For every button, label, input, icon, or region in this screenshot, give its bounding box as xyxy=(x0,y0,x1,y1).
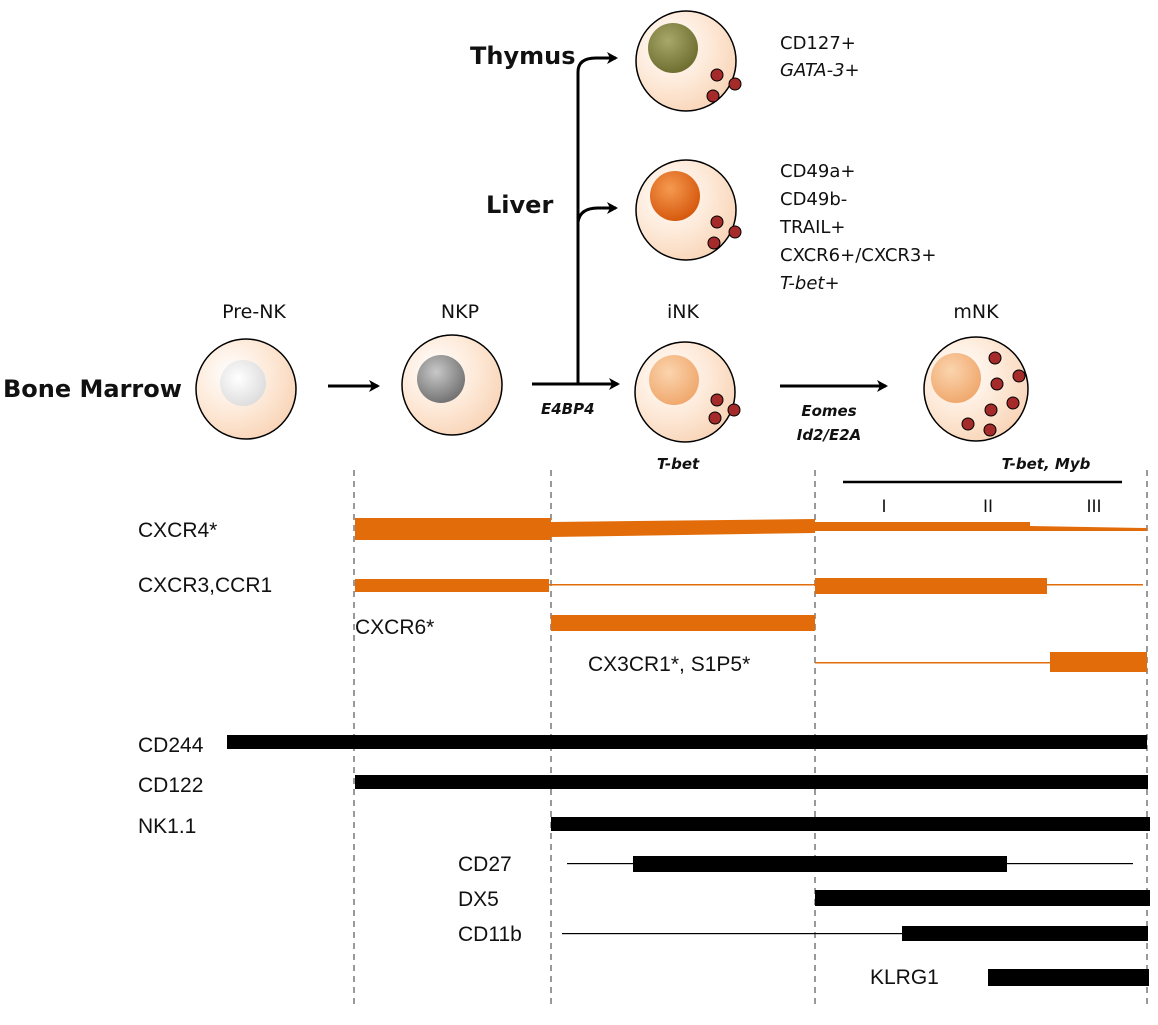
nucleus xyxy=(648,23,698,73)
bar-cxcr4-segment xyxy=(551,519,815,537)
granule xyxy=(728,77,742,91)
stage-label-ink: iNK xyxy=(667,301,699,323)
receptor-label-cxcr4: CXCR4* xyxy=(138,519,217,542)
factor-e4bp4: E4BP4 xyxy=(541,400,595,418)
bar-cd122 xyxy=(355,775,1148,789)
cell-ink xyxy=(634,341,741,443)
receptor-label-cx3cr1-s1p5: CX3CR1*, S1P5* xyxy=(588,653,750,676)
bar-cx3cr1-s1p5-segment xyxy=(815,662,1050,664)
bar-cxcr3-ccr1-segment xyxy=(355,579,549,592)
liver-marker-trail: TRAIL+ xyxy=(779,217,846,238)
factor-tbet: T-bet xyxy=(657,455,700,473)
nucleus xyxy=(650,171,700,221)
receptor-label-cd11b: CD11b xyxy=(458,923,522,946)
granule xyxy=(990,377,1004,391)
receptor-label-cd27: CD27 xyxy=(458,853,512,876)
arrow-to-liver xyxy=(576,202,618,223)
factor-eomes: Eomes xyxy=(801,402,856,420)
nucleus xyxy=(220,360,266,406)
receptor-label-nk11: NK1.1 xyxy=(138,815,196,838)
bar-cxcr4-segment xyxy=(815,522,1030,531)
factor-tbet-myb: T-bet, Myb xyxy=(1002,455,1091,473)
bar-cd11b-segment xyxy=(902,926,1148,941)
bar-cd27-segment xyxy=(567,863,633,865)
cell-pre-nk xyxy=(195,338,297,440)
granule xyxy=(988,351,1002,365)
bar-cxcr6 xyxy=(551,615,815,631)
factor-id2-e2a: Id2/E2A xyxy=(797,426,862,444)
developmental-arrows xyxy=(328,52,888,392)
bar-dx5 xyxy=(815,890,1150,906)
liver-marker-cd49b: CD49b- xyxy=(780,189,847,210)
granule xyxy=(961,417,975,431)
granule xyxy=(707,236,721,250)
site-label-bone-marrow: Bone Marrow xyxy=(3,375,182,403)
bar-cx3cr1-s1p5-segment xyxy=(1050,652,1147,672)
stage-label-pre-nk: Pre-NK xyxy=(222,301,286,323)
liver-marker-tbet: T-bet+ xyxy=(780,273,840,294)
granule xyxy=(706,89,720,103)
bar-nk11 xyxy=(551,817,1150,831)
nucleus xyxy=(931,353,981,403)
liver-marker-cd49a: CD49a+ xyxy=(780,161,855,182)
receptor-label-cd122: CD122 xyxy=(138,774,203,797)
granule xyxy=(708,411,722,425)
granule xyxy=(710,68,724,82)
stage-label-nkp: NKP xyxy=(441,301,479,323)
granule xyxy=(710,393,724,407)
granule xyxy=(727,403,741,417)
arrow-to-thymus xyxy=(576,52,618,384)
bar-cxcr4-segment xyxy=(355,518,551,540)
cell-thymus xyxy=(635,10,742,112)
surface-marker-bars xyxy=(227,735,1150,986)
bar-cxcr3-ccr1-segment xyxy=(549,584,815,586)
bar-cd11b-segment xyxy=(562,933,902,935)
receptor-label-dx5: DX5 xyxy=(458,888,499,911)
granule xyxy=(1012,369,1026,383)
thymus-marker-cd127: CD127+ xyxy=(780,33,856,54)
receptor-label-klrg1: KLRG1 xyxy=(870,966,939,989)
receptor-label-cxcr6: CXCR6* xyxy=(355,616,434,639)
cell-liver xyxy=(635,159,742,261)
nucleus xyxy=(417,355,465,403)
bar-cxcr3-ccr1-segment xyxy=(815,578,1047,594)
substage-label-ii: II xyxy=(983,497,993,517)
chemokine-receptor-bars xyxy=(355,518,1147,672)
site-label-liver: Liver xyxy=(486,191,553,219)
granule xyxy=(984,403,998,417)
stage-label-mnk: mNK xyxy=(953,301,999,323)
cell-mnk xyxy=(923,336,1029,442)
granule xyxy=(728,225,742,239)
thymus-marker-gata3: GATA-3+ xyxy=(780,60,860,81)
site-label-thymus: Thymus xyxy=(470,42,575,70)
granule xyxy=(983,423,997,437)
bar-klrg1 xyxy=(988,969,1149,986)
bar-cxcr4-segment xyxy=(1030,526,1147,531)
substage-label-iii: III xyxy=(1086,497,1101,517)
bar-cd27-segment xyxy=(1007,863,1133,865)
granule xyxy=(1006,396,1020,410)
bar-cd244 xyxy=(227,735,1147,749)
receptor-label-cxcr3-ccr1: CXCR3,CCR1 xyxy=(138,574,272,597)
receptor-label-cd244: CD244 xyxy=(138,734,204,757)
substage-label-i: I xyxy=(881,497,886,517)
bar-cd27-segment xyxy=(633,856,1007,872)
nucleus xyxy=(649,355,699,405)
granule xyxy=(710,215,724,229)
cell-nkp xyxy=(401,334,503,436)
bar-cxcr3-ccr1-segment xyxy=(1047,584,1143,586)
liver-marker-cxcr6-cxcr3: CXCR6+/CXCR3+ xyxy=(780,245,936,266)
